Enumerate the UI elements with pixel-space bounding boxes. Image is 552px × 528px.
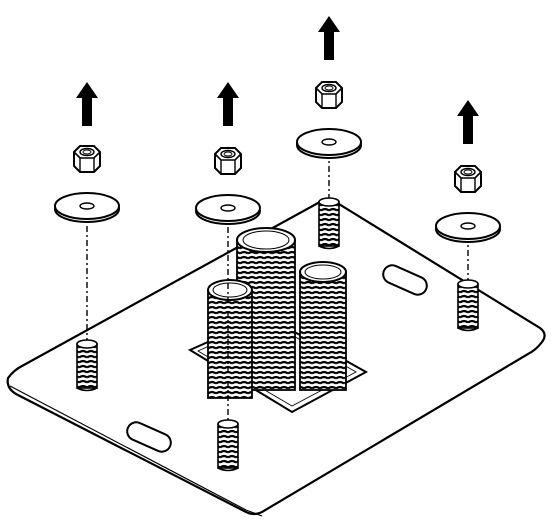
slot-hole-front (126, 421, 172, 453)
threaded-stud (217, 419, 239, 472)
slot-hole-right (382, 264, 428, 296)
threaded-stud (457, 279, 479, 332)
hex-nut (454, 165, 482, 193)
back-bolt-group (296, 16, 362, 250)
hex-nut (315, 81, 343, 109)
flat-washer (195, 194, 261, 225)
spring-stack-right (299, 261, 347, 391)
threaded-stud (76, 339, 98, 392)
flat-washer (54, 192, 120, 223)
hex-nut (73, 145, 101, 173)
flat-washer (296, 128, 362, 159)
hex-nut (214, 147, 242, 175)
arrow-up-icon (217, 82, 239, 126)
arrow-up-icon (457, 100, 479, 144)
arrow-up-icon (318, 16, 340, 60)
spring-stack-left (207, 279, 253, 399)
flat-washer (435, 212, 501, 243)
front-bolt-group (195, 82, 261, 472)
arrow-up-icon (76, 82, 98, 126)
threaded-stud (318, 197, 340, 250)
